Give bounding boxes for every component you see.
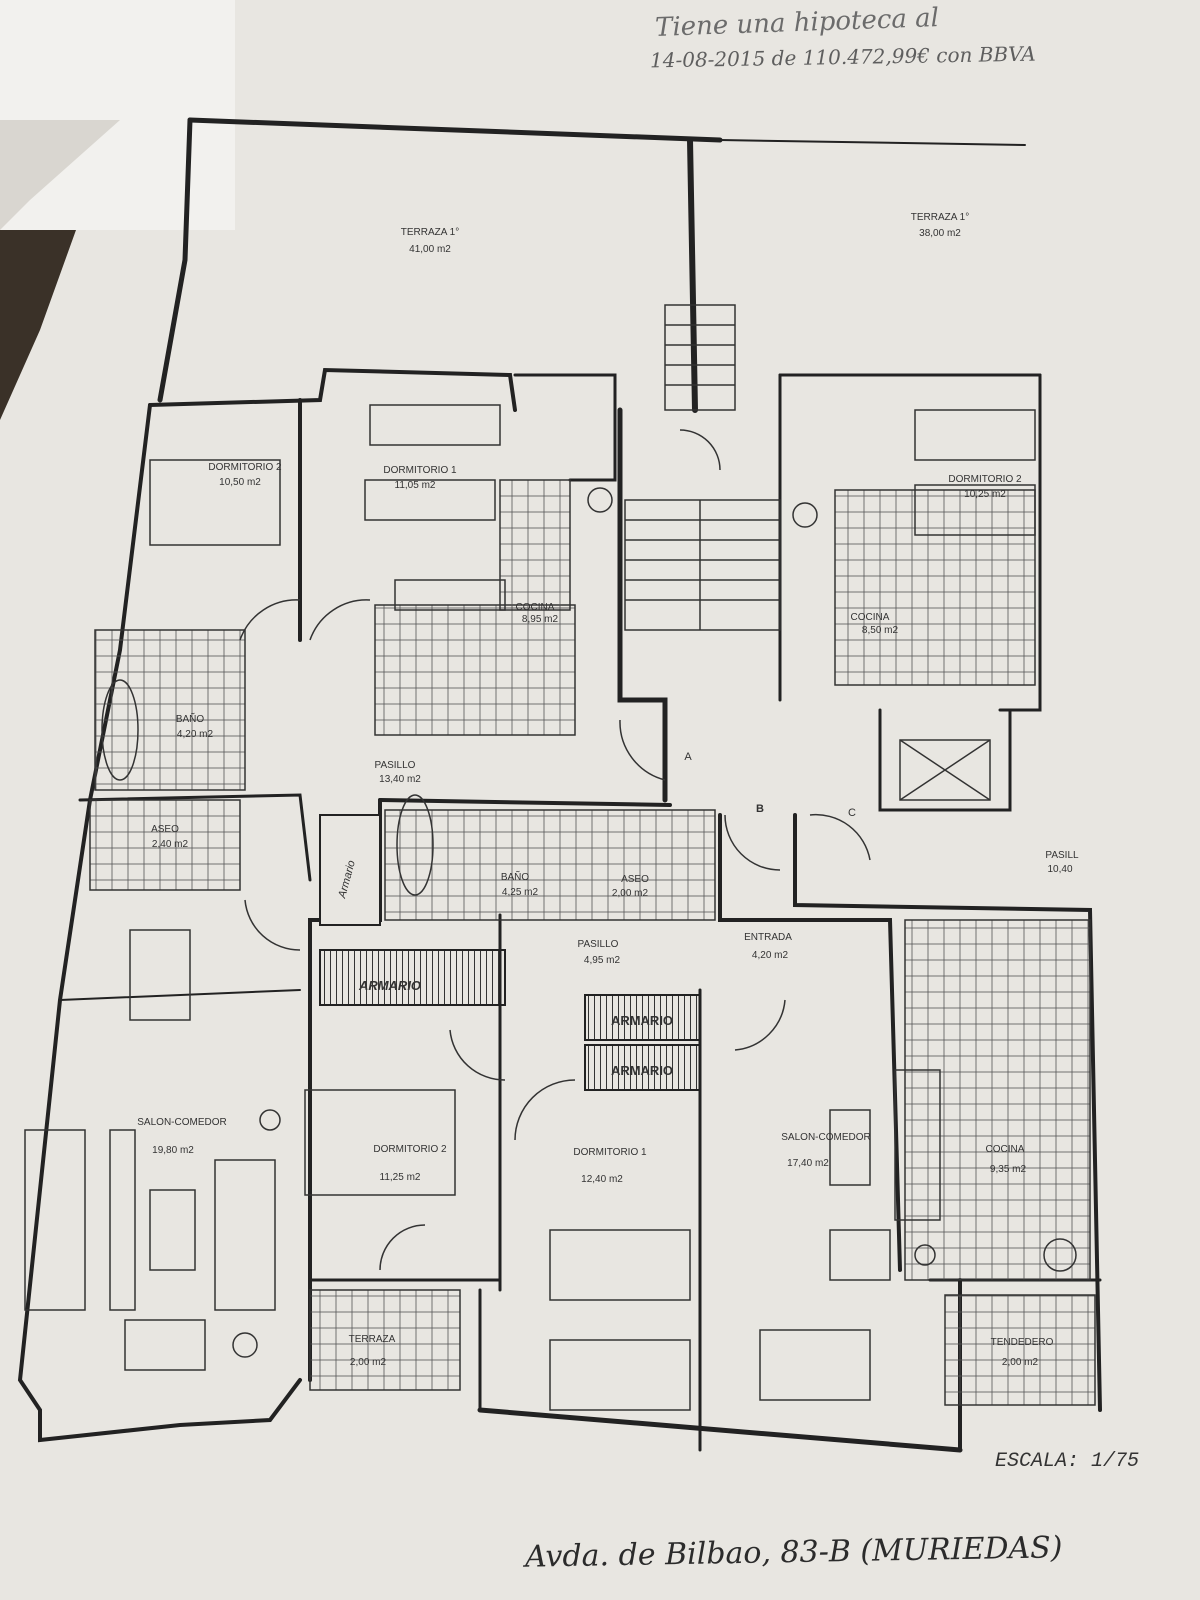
room-pasillo-r-area: 10,40	[1047, 864, 1072, 875]
room-terraza-left-name: TERRAZA 1°	[401, 227, 459, 238]
room-cocina-br-name: COCINA	[986, 1144, 1025, 1155]
room-aseo-c-name: ASEO	[621, 874, 649, 885]
door-swings	[239, 429, 871, 1271]
room-bano-c-name: BAÑO	[501, 870, 530, 883]
tiled-areas	[89, 479, 1096, 1406]
room-aseo-l-area: 2,40 m2	[152, 839, 189, 850]
room-aseo-l-name: ASEO	[151, 824, 179, 835]
marker-a: A	[684, 751, 692, 763]
armario-label-3: ARMARIO	[611, 1063, 673, 1078]
room-salon-l-name: SALON-COMEDOR	[137, 1117, 226, 1128]
room-dorm2-tr-name: DORMITORIO 2	[948, 474, 1022, 485]
room-pasillo-c-area: 4,95 m2	[584, 955, 621, 966]
armario-label-2: ARMARIO	[611, 1013, 673, 1028]
paper-corner	[0, 0, 235, 230]
room-tendedero-name: TENDEDERO	[991, 1337, 1054, 1348]
room-pasillo-r-name: PASILL	[1045, 850, 1079, 861]
room-terraza-right-area: 38,00 m2	[919, 228, 961, 239]
room-pasillo-c-name: PASILLO	[578, 939, 619, 950]
room-pasillo-l-name: PASILLO	[375, 760, 416, 771]
room-cocina-tr-name: COCINA	[851, 612, 890, 623]
room-cocina-tl-name: COCINA	[516, 602, 555, 613]
room-salon-r-area: 17,40 m2	[787, 1158, 829, 1169]
marker-b: B	[756, 803, 764, 815]
staircase	[624, 304, 781, 631]
room-terraza-b-name: TERRAZA	[349, 1334, 396, 1345]
room-dorm2-tl-name: DORMITORIO 2	[208, 462, 282, 473]
room-salon-l-area: 19,80 m2	[152, 1145, 194, 1156]
room-terraza-left-area: 41,00 m2	[409, 244, 451, 255]
room-dorm2-tl-area: 10,50 m2	[219, 477, 261, 488]
room-dorm2-b-name: DORMITORIO 2	[373, 1144, 447, 1155]
furniture	[24, 404, 1077, 1411]
room-dorm1-tl-name: DORMITORIO 1	[383, 465, 457, 476]
room-entrada-area: 4,20 m2	[752, 950, 789, 961]
room-dorm1-b-area: 12,40 m2	[581, 1174, 623, 1185]
room-bano-l-name: BAÑO	[176, 712, 205, 725]
room-cocina-tl-area: 8,95 m2	[522, 614, 559, 625]
room-bano-c-area: 4,25 m2	[502, 887, 539, 898]
room-entrada-name: ENTRADA	[744, 932, 792, 943]
scale-label: ESCALA: 1/75	[995, 1450, 1140, 1473]
room-salon-r-name: SALON-COMEDOR	[781, 1132, 870, 1143]
room-terraza-right-name: TERRAZA 1°	[911, 212, 969, 223]
room-aseo-c-area: 2,00 m2	[612, 888, 649, 899]
room-dorm1-b-name: DORMITORIO 1	[573, 1147, 647, 1158]
room-terraza-b-area: 2,00 m2	[350, 1357, 387, 1368]
room-cocina-br-area: 9,35 m2	[990, 1164, 1027, 1175]
room-tendedero-area: 2,00 m2	[1002, 1357, 1039, 1368]
marker-c: C	[848, 807, 856, 819]
armario-label-1: ARMARIO	[358, 978, 421, 993]
room-dorm2-tr-area: 10,25 m2	[964, 489, 1006, 500]
room-pasillo-l-area: 13,40 m2	[379, 774, 421, 785]
room-dorm2-b-area: 11,25 m2	[380, 1172, 421, 1183]
room-dorm1-tl-area: 11,05 m2	[395, 480, 436, 491]
wardrobes	[319, 814, 701, 1091]
room-cocina-tr-area: 8,50 m2	[862, 625, 899, 636]
room-labels: TERRAZA 1° 41,00 m2 TERRAZA 1° 38,00 m2 …	[137, 212, 1079, 1368]
room-bano-l-area: 4,20 m2	[177, 729, 214, 740]
